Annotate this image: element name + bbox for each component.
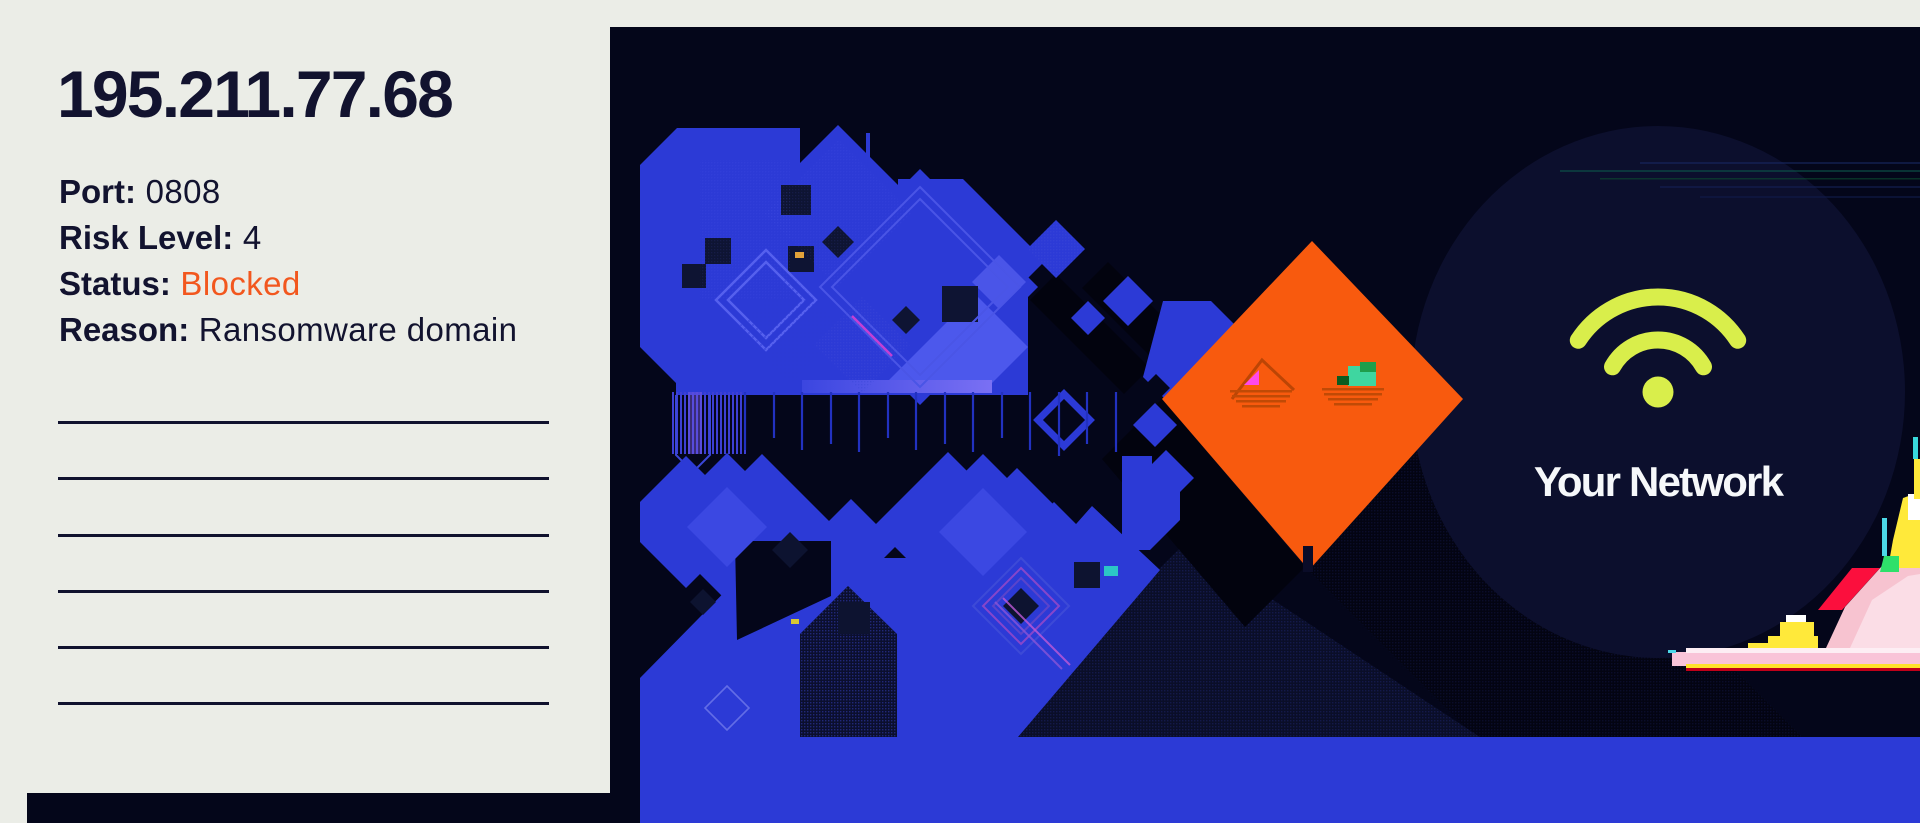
- svg-text:Your Network: Your Network: [1534, 458, 1785, 505]
